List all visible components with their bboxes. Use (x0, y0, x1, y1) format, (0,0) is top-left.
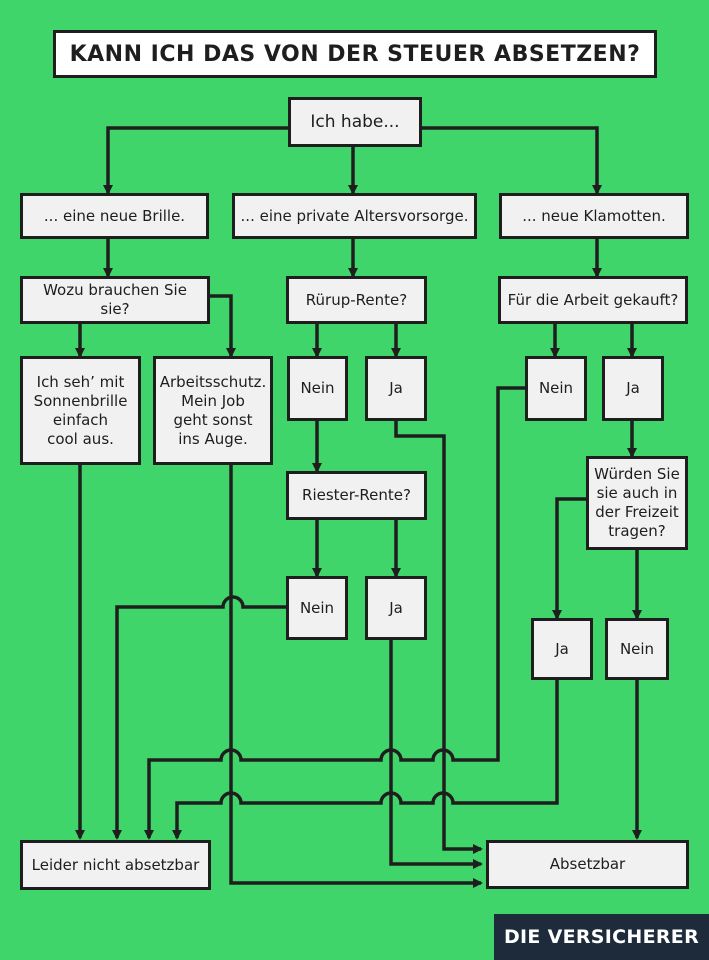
node-arbeit: Für die Arbeit gekauft? (498, 276, 688, 324)
node-wozu: Wozu brauchen Sie sie? (20, 276, 210, 324)
node-riester-ja: Ja (365, 576, 427, 640)
edge-freizeitja-nicht (172, 679, 559, 840)
node-cool: Ich seh’ mit Sonnenbrille einfach cool a… (20, 356, 141, 465)
node-riester-nein: Nein (286, 576, 348, 640)
node-freizeit-nein: Nein (605, 618, 669, 680)
node-riester: Riester-Rente? (286, 471, 427, 520)
page-title: KANN ICH DAS VON DER STEUER ABSETZEN? (53, 30, 657, 78)
edge-start-brille (103, 126, 288, 195)
node-klamotten: ... neue Klamotten. (499, 193, 689, 239)
node-ruerup-nein: Nein (287, 356, 348, 421)
edge-arbeitsschutz-absetzbar (229, 464, 483, 888)
result-absetzbar: Absetzbar (486, 840, 689, 889)
node-ruerup-ja: Ja (365, 356, 427, 421)
node-arbeit-ja: Ja (602, 356, 664, 421)
node-arbeit-nein: Nein (525, 356, 587, 421)
edge-ruerupja-absetzbar (394, 420, 483, 854)
node-ruerup: Rürup-Rente? (286, 276, 427, 324)
brand-logo: DIE VERSICHERER (494, 914, 709, 960)
edge-arbeitnein-nicht (144, 386, 525, 840)
node-freizeit-ja: Ja (531, 618, 593, 680)
edge-riesterja-absetzbar (389, 639, 483, 869)
node-start: Ich habe... (288, 97, 422, 147)
edge-start-klamotten (421, 126, 602, 195)
node-freizeit: Würden Sie sie auch in der Freizeit trag… (586, 456, 688, 550)
node-brille: ... eine neue Brille. (20, 193, 209, 239)
node-alter: ... eine private Altersvorsorge. (232, 193, 477, 239)
result-nicht-absetzbar: Leider nicht absetzbar (20, 840, 211, 890)
edge-freizeit-ja (552, 497, 587, 620)
node-arbeitsschutz: Arbeitsschutz. Mein Job geht sonst ins A… (153, 356, 273, 465)
edge-wozu-arbeitsschutz (208, 294, 236, 358)
